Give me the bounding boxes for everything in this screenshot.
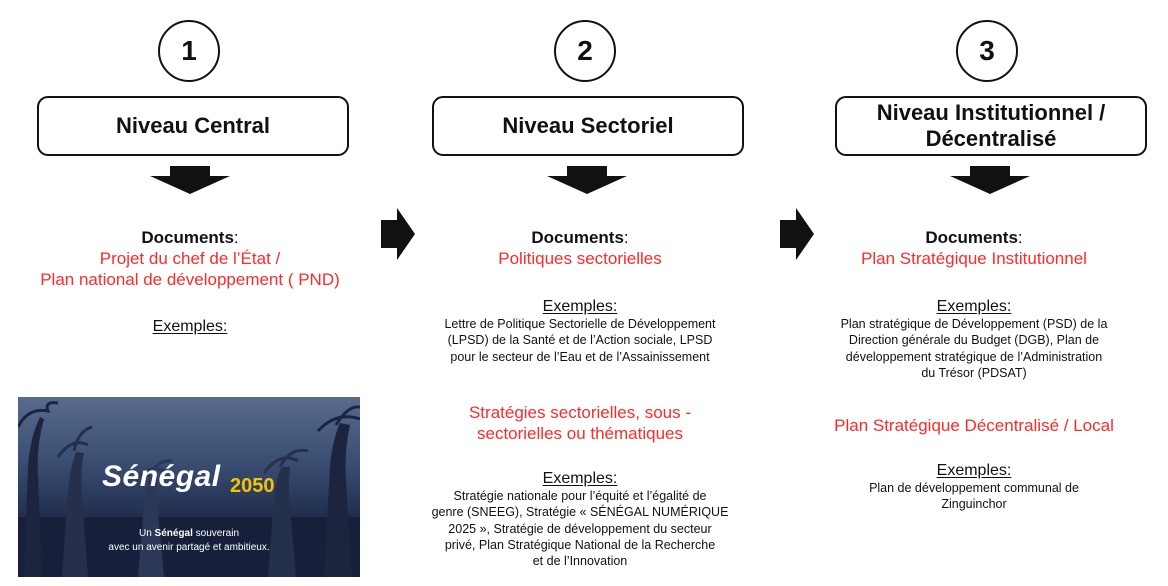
example-text: et de l’Innovation (532, 554, 628, 568)
step-number-circle: 1 (158, 20, 220, 82)
document-name: sectorielles ou thématiques (476, 424, 683, 444)
column-niveau-central: 1 Niveau Central Documents: Projet du ch… (0, 0, 380, 586)
examples-heading: Exemples: (152, 318, 228, 335)
example-text: Plan de développement communal de (869, 481, 1079, 495)
examples-section: Exemples: Lettre de Politique Sectoriell… (380, 298, 780, 365)
column-niveau-sectoriel: 2 Niveau Sectoriel Documents: Politiques… (380, 0, 780, 586)
documents-section: Documents: Plan Stratégique Institutionn… (780, 228, 1168, 269)
example-text: genre (SNEEG), Stratégie « SÉNÉGAL NUMÉR… (431, 505, 729, 520)
right-arrow-icon (780, 208, 814, 260)
step-number: 2 (577, 35, 593, 66)
documents-heading: Documents: (531, 228, 629, 247)
documents-heading: Documents: (925, 228, 1023, 247)
document-name: Plan Stratégique Institutionnel (861, 249, 1087, 268)
level-title-line: Décentralisé (925, 126, 1057, 151)
senegal-2050-image: Sénégal 2050 Un Sénégal souverain avec u… (18, 397, 360, 577)
example-text: pour le secteur de l’Eau et de l’Assaini… (450, 349, 710, 364)
documents-section: Documents: Politiques sectorielles (380, 228, 780, 269)
documents-secondary: Stratégies sectorielles, sous - sectorie… (380, 402, 780, 445)
document-name: Stratégies sectorielles, sous - (468, 403, 692, 422)
down-arrow-icon (150, 166, 230, 194)
examples-heading: Exemples: (936, 298, 1012, 315)
examples-heading: Exemples: (936, 462, 1012, 479)
examples-secondary: Exemples: Plan de développement communal… (780, 462, 1168, 513)
image-caption: Un Sénégal souverain avec un avenir part… (108, 528, 270, 553)
down-arrow-icon (950, 166, 1030, 194)
document-name: Plan national de développement ( PND) (40, 270, 340, 290)
documents-secondary: Plan Stratégique Décentralisé / Local (780, 415, 1168, 436)
example-text: Stratégie nationale pour l’équité et l’é… (453, 489, 707, 503)
example-text: du Trésor (PDSAT) (921, 365, 1027, 380)
example-text: Lettre de Politique Sectorielle de Dével… (444, 317, 716, 331)
documents-heading: Documents: (141, 228, 239, 247)
level-box: Niveau Central (37, 96, 349, 156)
brand-title: Sénégal (102, 460, 221, 493)
examples-heading: Exemples: (542, 470, 618, 487)
example-text: Zinguinchor (941, 497, 1007, 512)
documents-section: Documents: Projet du chef de l’État / Pl… (0, 228, 380, 291)
document-name: Plan Stratégique Décentralisé / Local (834, 416, 1114, 435)
step-number: 3 (979, 35, 995, 66)
example-text: Plan stratégique de Développement (PSD) … (840, 317, 1108, 331)
step-number-circle: 3 (956, 20, 1018, 82)
right-arrow-icon (381, 208, 415, 260)
level-title: Niveau Central (115, 112, 271, 138)
step-number: 1 (181, 35, 197, 66)
document-name: Projet du chef de l’État / (99, 249, 281, 268)
level-title: Niveau Sectoriel (502, 112, 674, 138)
brand-year: 2050 (230, 475, 275, 497)
example-text: (LPSD) de la Santé et de l’Action social… (447, 333, 713, 348)
example-text: privé, Plan Stratégique National de la R… (444, 537, 716, 552)
example-text: Direction générale du Budget (DGB), Plan… (848, 333, 1100, 348)
examples-heading-block: Exemples: (0, 318, 380, 336)
level-title-line: Niveau Institutionnel / (876, 99, 1106, 125)
example-text: 2025 », Stratégie de développement du se… (448, 521, 712, 536)
step-number-circle: 2 (554, 20, 616, 82)
level-box: Niveau Institutionnel / Décentralisé (835, 96, 1147, 156)
examples-section: Exemples: Plan stratégique de Développem… (780, 298, 1168, 381)
examples-secondary: Exemples: Stratégie nationale pour l’équ… (380, 470, 780, 569)
level-box: Niveau Sectoriel (432, 96, 744, 156)
down-arrow-icon (547, 166, 627, 194)
column-niveau-institutionnel: 3 Niveau Institutionnel / Décentralisé D… (780, 0, 1168, 586)
example-text: développement stratégique de l’Administr… (845, 349, 1103, 364)
examples-heading: Exemples: (542, 298, 618, 315)
baobab-trees-illustration (18, 401, 360, 577)
document-name: Politiques sectorielles (498, 249, 662, 268)
